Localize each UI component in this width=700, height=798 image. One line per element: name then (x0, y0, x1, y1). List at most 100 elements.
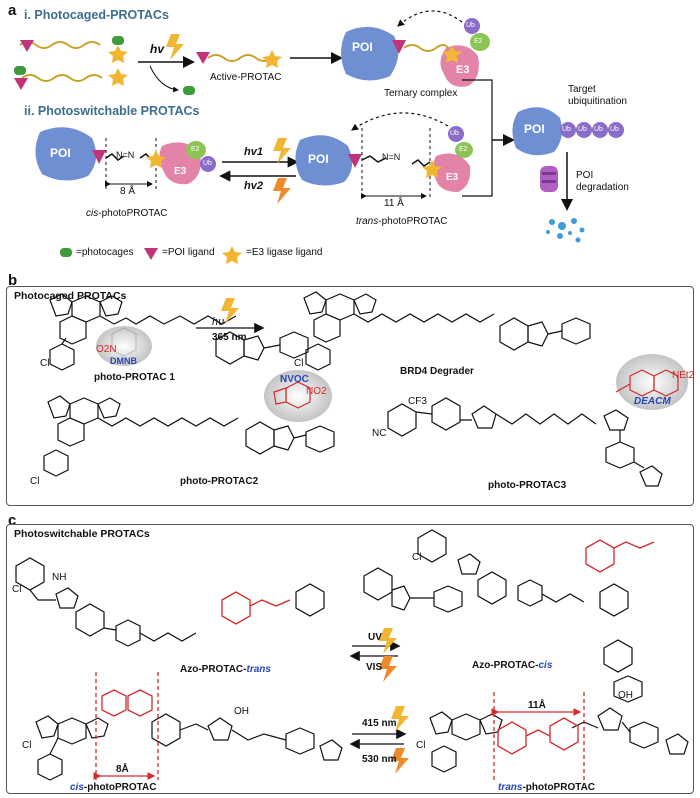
deacm-label: DEACM (634, 396, 671, 407)
legend-e3-ligand: =E3 ligase ligand (246, 247, 323, 258)
b-hv-label: hυ (212, 316, 225, 328)
ubiquitinated-poi (512, 107, 624, 156)
cis-photoprotac-label-c: cis-photoPROTAC (70, 782, 157, 793)
cis-red-azobenzene (93, 672, 159, 780)
panel-b-letter: b (8, 272, 18, 289)
b-no2: NO2 (306, 386, 327, 397)
hv-label: hv (150, 42, 165, 56)
cis-photoprotac-diagram (35, 127, 216, 190)
cis-distance-label: 8 Å (120, 186, 136, 197)
lightning-icon-530 (391, 748, 409, 774)
panel-b-title: Photocaged PROTACs (14, 290, 127, 302)
legend-cage-swatch (60, 248, 72, 257)
nvoc-group (273, 381, 311, 409)
panel-b-box (6, 286, 694, 506)
trans-photoprotac-label-c: trans-photoPROTAC (498, 782, 596, 793)
photo-protac-1-structure (49, 293, 309, 371)
azo-trans-red (221, 591, 291, 625)
poi-degradation-label: POI degradation (576, 170, 629, 193)
lightning-icon-uv (379, 628, 397, 654)
c-cl-1: Cl (12, 584, 22, 595)
photo-protac-3-label: photo-PROTAC3 (488, 480, 567, 491)
caged-protac-2 (14, 66, 128, 90)
b-net2: NEt2 (672, 370, 695, 381)
cis-ub-label: Ub (203, 160, 212, 167)
panel-c-letter: c (8, 512, 17, 529)
active-protac (196, 50, 282, 68)
lightning-icon-hv1 (273, 138, 291, 164)
legend-poi-ligand: =POI ligand (162, 247, 215, 258)
trans-ub-label: Ub (450, 130, 459, 137)
deacm-group (615, 369, 679, 397)
lightning-icon-415 (391, 706, 409, 732)
ub-chain-2: Ub (578, 126, 587, 133)
azo-protac-trans-label: Azo-PROTAC-trans (180, 664, 271, 675)
530nm-label: 530 nm (362, 754, 397, 765)
b-cf3: CF3 (408, 396, 427, 407)
dmnb-label: DMNB (110, 356, 137, 366)
panel-c-box (6, 524, 694, 794)
cis-poi-label: POI (50, 146, 71, 160)
b-cl-3: Cl (30, 476, 40, 487)
trans-poi-label: POI (308, 152, 329, 166)
trans-red-azobenzene (491, 692, 585, 780)
lightning-icon-b (221, 298, 239, 324)
lightning-icon-hv2 (273, 178, 291, 204)
b-365nm-label: 365 nm (212, 332, 247, 343)
c-cl-2: Cl (412, 552, 422, 563)
degraded-fragments (546, 218, 585, 243)
trans-azo-label: N=N (382, 152, 401, 162)
azo-protac-cis-label: Azo-PROTAC-cis (472, 660, 553, 671)
c-cl-3: Cl (22, 740, 32, 751)
vis-label: VIS (366, 662, 383, 673)
415nm-label: 415 nm (362, 718, 397, 729)
active-protac-label: Active-PROTAC (210, 72, 282, 83)
ternary-poi-label: POI (352, 40, 373, 54)
ternary-complex (341, 10, 490, 87)
trans-distance-label: 11 Å (384, 198, 404, 209)
caged-protac-1 (19, 36, 128, 63)
azo-protac-cis-structure (417, 529, 643, 703)
ub-chain-3: Ub (594, 126, 603, 133)
ub-poi-label: POI (524, 122, 545, 136)
deacm-halo (616, 354, 688, 410)
photo-protac-3-structure (387, 397, 663, 487)
photo-protac-1-label: photo-PROTAC 1 (94, 372, 175, 383)
target-ubiquitination-label: Target ubiquitination (568, 84, 627, 107)
c-cl-4: Cl (416, 740, 426, 751)
cis-azo-label: N=N (116, 150, 135, 160)
legend-poi-swatch (144, 248, 158, 260)
brd4-degrader-label: BRD4 Degrader (400, 366, 474, 377)
ternary-ub-label: Ub (466, 22, 475, 29)
cis-distance-c: 8Å (116, 764, 129, 775)
bracket-line (462, 79, 493, 197)
photo-protac-2-label: photo-PROTAC2 (180, 476, 259, 487)
panel-a-letter: a (8, 2, 17, 19)
brd4-degrader-structure (303, 291, 591, 371)
cis-e3-label: E3 (174, 166, 187, 177)
hv1-label: hv1 (244, 146, 263, 158)
ub-chain-1: Ub (562, 126, 571, 133)
legend-star-swatch (222, 246, 242, 264)
c-nh-1: NH (52, 572, 67, 583)
proteasome-icon (540, 166, 558, 192)
cis-e2-label: E2 (191, 146, 200, 153)
trans-photoprotac-diagram (295, 112, 473, 200)
uv-label: UV (368, 632, 382, 643)
photo-protac-2-structure (43, 395, 335, 477)
b-o2n: O2N (96, 344, 117, 355)
nvoc-label: NVOC (280, 374, 309, 385)
azo-cis-red (585, 539, 655, 573)
trans-e3-label: E3 (446, 172, 459, 183)
b-cl-2: Cl (294, 358, 304, 369)
ternary-complex-label: Ternary complex (384, 88, 458, 99)
ternary-e3-label: E3 (456, 64, 470, 76)
hv2-label: hv2 (244, 180, 263, 192)
section-ii-title: ii. Photoswitchable PROTACs (24, 104, 200, 118)
c-oh-1: OH (234, 706, 249, 717)
section-i-title: i. Photocaged-PROTACs (24, 8, 169, 22)
ub-chain-4: Ub (610, 126, 619, 133)
trans-e2-label: E2 (459, 146, 468, 153)
c-oh-2: OH (618, 690, 633, 701)
